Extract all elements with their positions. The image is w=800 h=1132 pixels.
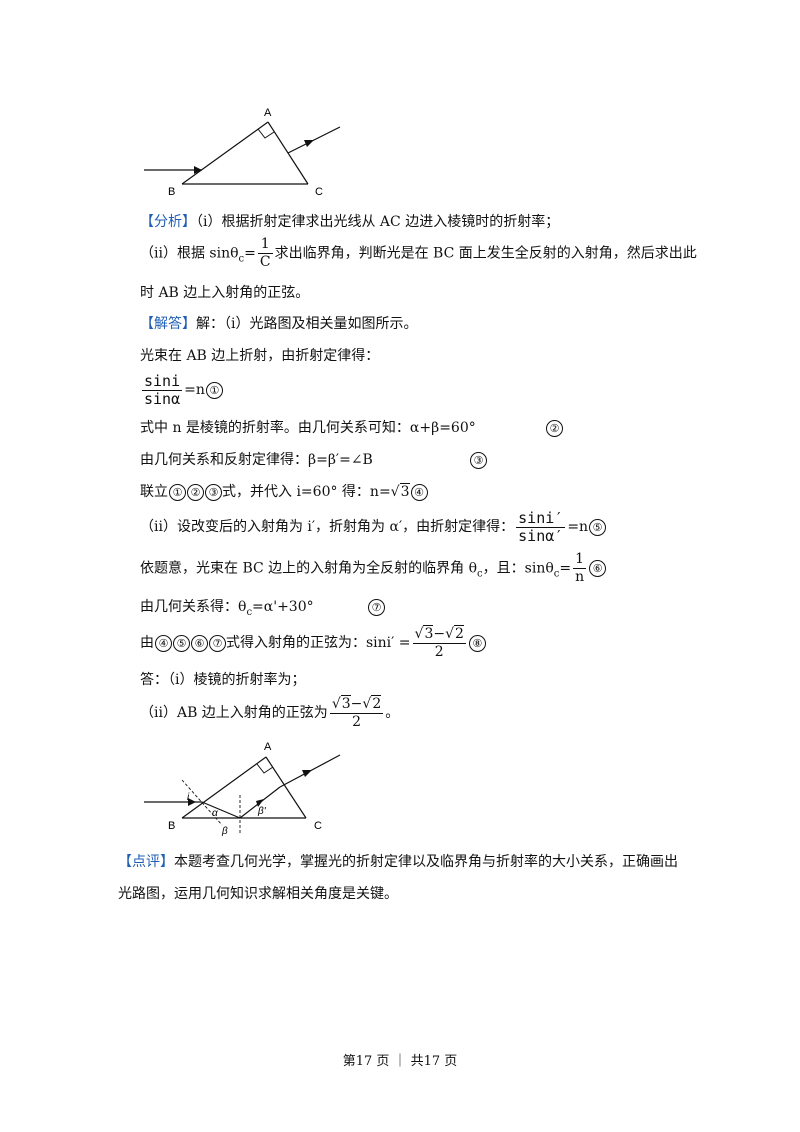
label-a: A (264, 107, 272, 119)
label-c: C (315, 186, 323, 198)
comment-tag: 【点评】 (118, 854, 174, 870)
label-beta: β (221, 826, 228, 837)
label-i: i (187, 792, 190, 803)
answer-intro: 【解答】解：（i）光路图及相关量如图所示。 (140, 316, 418, 332)
answer-tag: 【解答】 (140, 316, 196, 332)
label-c: C (314, 820, 322, 832)
label-b: B (168, 186, 175, 198)
label-beta-prime: β' (257, 806, 267, 817)
label-b: B (168, 820, 175, 832)
answer-summary-1: 答：（i）棱镜的折射率为； (140, 672, 306, 688)
circle-3: ③ (470, 452, 487, 469)
label-a: A (264, 741, 272, 753)
analysis-line-3: 时 AB 边上入射角的正弦。 (140, 285, 310, 301)
circle-7: ⑦ (368, 599, 385, 616)
analysis-tag: 【分析】 (140, 214, 196, 230)
analysis-line-1: 【分析】（i）根据折射定律求出光线从 AC 边进入棱镜时的折射率； (140, 214, 560, 230)
answer-line-2: 式中 n 是棱镜的折射率。由几何关系可知：α+β=60° (140, 420, 476, 436)
circle-2: ② (546, 420, 563, 437)
answer-line-1: 光束在 AB 边上折射，由折射定律得： (140, 348, 380, 364)
answer-line-5: （ii）设改变后的入射角为 i′，折射角为 α′，由折射定律得：sini′sin… (140, 508, 607, 546)
page-footer: 第17 页 ｜ 共17 页 (342, 1054, 458, 1069)
prism-diagram-1: A B C (144, 107, 341, 198)
label-alpha: α (212, 808, 218, 819)
answer-line-3: 由几何关系和反射定律得：β=β′=∠B (140, 452, 373, 468)
comment-line-1: 【点评】本题考查几何光学，掌握光的折射定律以及临界角与折射率的大小关系，正确画出 (118, 854, 678, 870)
comment-line-2: 光路图，运用几何知识求解相关角度是关键。 (118, 886, 398, 902)
answer-line-7: 由几何关系得：θc=α'+30° (140, 599, 314, 618)
prism-diagram-2: A B C i α β β' (144, 741, 341, 837)
